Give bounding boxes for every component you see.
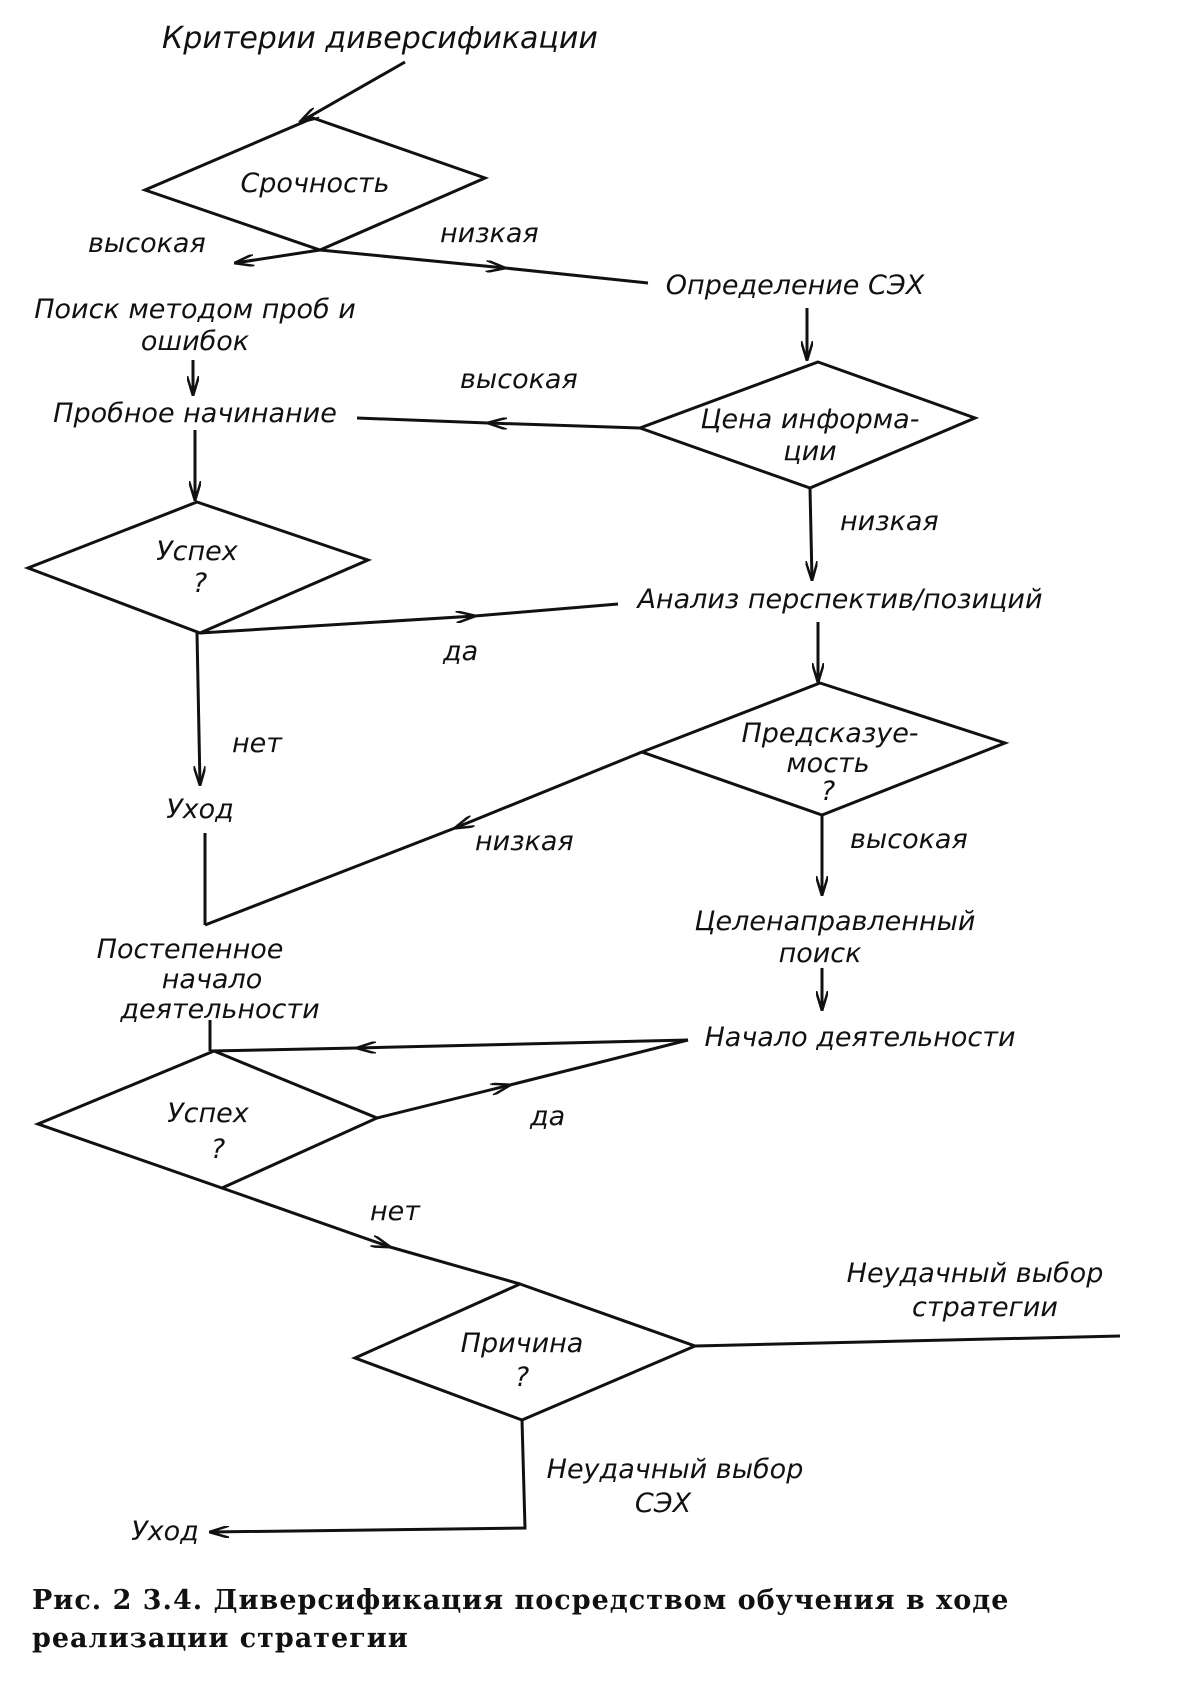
node-seh-definition: Определение СЭХ <box>666 270 925 301</box>
figure-caption: Рис. 2 3.4. Диверсификация посредством о… <box>32 1585 1010 1654</box>
edge-success2-yes-tail <box>509 1038 689 1087</box>
edge-success1-no <box>197 632 200 785</box>
node-info-cost-line1: Цена информа- <box>701 404 920 435</box>
edge-label-info-low: низкая <box>840 506 939 537</box>
node-criteria: Критерии диверсификации <box>162 21 598 56</box>
edge-label-urgency-low: низкая <box>440 218 539 249</box>
edge-success2-no-tail <box>389 1245 521 1286</box>
edge-success1-yes-tail <box>474 602 619 618</box>
node-prospects: Анализ перспектив/позиций <box>635 584 1042 615</box>
node-exit-1: Уход <box>166 794 234 825</box>
edge-urgency-low <box>319 248 505 268</box>
node-targeted-line2: поиск <box>779 938 863 969</box>
node-reason-line1: Причина <box>461 1328 584 1359</box>
node-exit-2: Уход <box>131 1516 199 1547</box>
edge-info-high-tail <box>356 416 489 425</box>
edge-label-success1-yes: да <box>442 636 478 667</box>
node-targeted-line1: Целенаправленный <box>695 906 976 937</box>
edge-success1-yes <box>199 616 475 635</box>
edge-label-success2-no: нет <box>370 1196 421 1227</box>
node-urgency: Срочность <box>240 168 389 199</box>
edge-label-success1-no: нет <box>232 728 283 759</box>
edge-label-strategy-fail-line2: стратегии <box>912 1292 1058 1323</box>
edge-label-seh-fail-line2: СЭХ <box>635 1488 692 1519</box>
edge-label-urgency-high: высокая <box>88 228 206 259</box>
edge-reason-seh <box>210 1419 527 1532</box>
edge-info-low <box>810 487 812 580</box>
node-gradual-line1: Постепенное <box>97 934 284 965</box>
node-trial-search-line1: Поиск методом проб и <box>34 294 356 325</box>
edge-activity-to-success2 <box>357 1038 689 1048</box>
edge-label-predict-low: низкая <box>475 826 574 857</box>
node-predict-line3: ? <box>821 776 835 807</box>
node-trial-search-line2: ошибок <box>141 326 250 357</box>
edge-reason-strategy <box>694 1334 1121 1348</box>
node-success1-line2: ? <box>193 568 207 599</box>
edge-label-predict-high: высокая <box>850 824 968 855</box>
edge-activity-to-success2-tail <box>209 1046 358 1053</box>
edge-urgency-high <box>235 248 321 263</box>
node-predict-line1: Предсказуе- <box>741 718 918 749</box>
edge-predict-low <box>455 750 643 828</box>
edge-label-strategy-fail-line1: Неудачный выбор <box>847 1258 1104 1289</box>
edge-success2-no <box>221 1186 390 1247</box>
edge-criteria-to-urgency <box>300 60 406 122</box>
edge-urgency-low-tail <box>504 266 649 285</box>
node-activity-start: Начало деятельности <box>704 1022 1015 1053</box>
edge-info-high <box>488 423 641 428</box>
edge-label-info-high: высокая <box>460 364 578 395</box>
node-success1-line1: Успех <box>156 536 239 567</box>
node-success2-line1: Успех <box>167 1098 250 1129</box>
node-gradual-line2: начало <box>162 964 262 995</box>
node-reason-line2: ? <box>515 1362 529 1393</box>
node-info-cost-line2: ции <box>783 436 836 467</box>
node-predict-line2: мость <box>786 748 869 779</box>
node-success2-line2: ? <box>211 1134 225 1165</box>
edge-label-success2-yes: да <box>529 1101 565 1132</box>
node-trial-venture: Пробное начинание <box>53 398 337 429</box>
node-gradual-line3: деятельности <box>119 994 319 1025</box>
edge-success2-yes <box>376 1085 510 1120</box>
edge-label-seh-fail-line1: Неудачный выбор <box>547 1454 804 1485</box>
edge-predict-low-tail <box>204 826 456 927</box>
